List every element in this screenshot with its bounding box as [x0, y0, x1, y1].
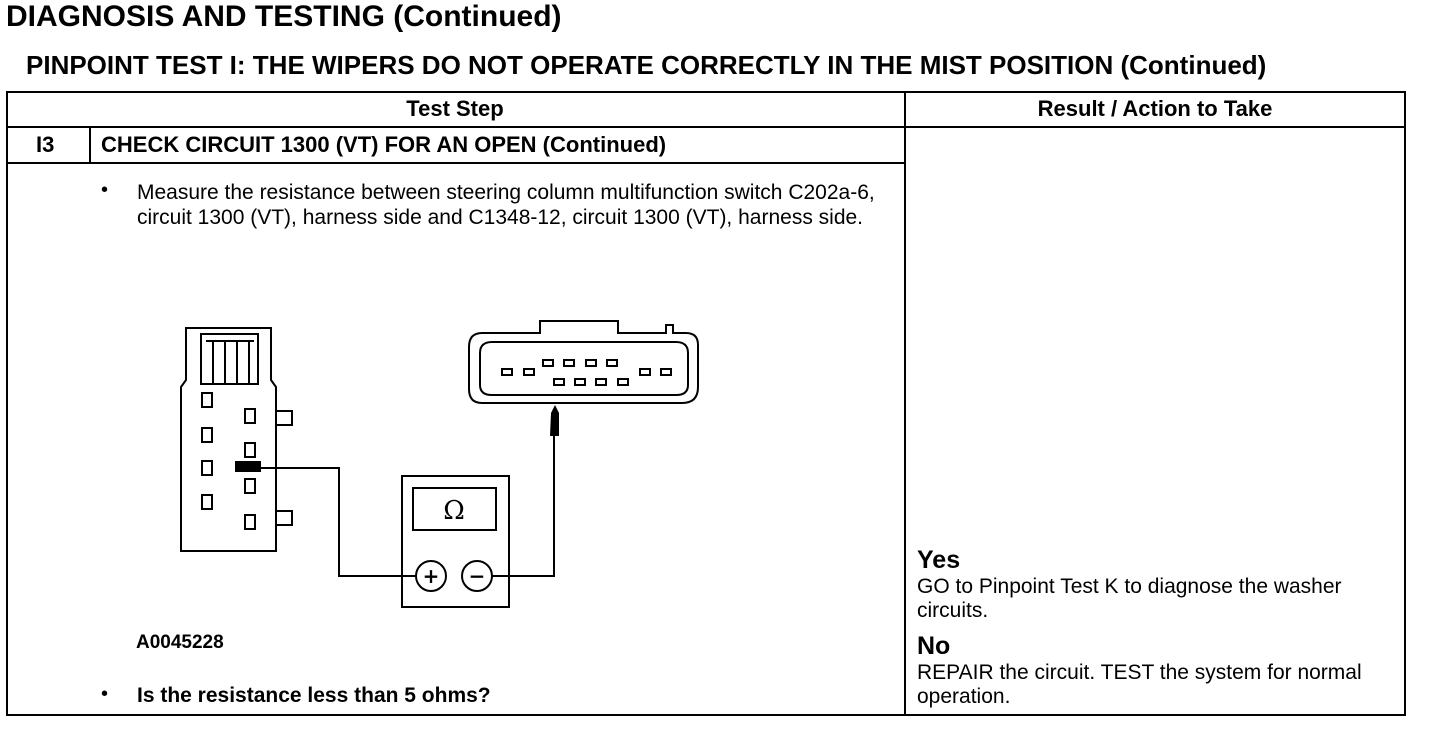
pin: [201, 494, 213, 510]
figure-id: A0045228: [136, 632, 224, 653]
left-connector-outline: [180, 327, 277, 552]
result-no-heading: No: [917, 632, 951, 660]
left-connector-latch: [200, 333, 259, 385]
probe-tip-left: [235, 461, 261, 472]
probe-tip-right: [550, 405, 559, 436]
step-title-divider: [6, 162, 906, 164]
test-lead-positive: [244, 467, 416, 577]
pin: [244, 408, 256, 424]
pin: [244, 514, 256, 530]
pin: [606, 359, 618, 367]
step-id: I3: [36, 132, 55, 157]
header-divider: [6, 126, 1406, 128]
right-connector-inner: [479, 341, 689, 396]
pin: [660, 368, 672, 376]
bullet-question: •: [101, 683, 109, 705]
ohmmeter-body: [401, 475, 510, 608]
pin: [244, 442, 256, 458]
left-connector-tab-bottom: [275, 510, 293, 526]
step-id-divider: [89, 127, 91, 163]
pin: [595, 378, 607, 386]
page-subtitle: PINPOINT TEST I: THE WIPERS DO NOT OPERA…: [26, 50, 1267, 80]
header-result-action: Result / Action to Take: [1037, 96, 1273, 121]
result-no-text: REPAIR the circuit. TEST the system for …: [917, 661, 1362, 708]
instruction-text: Measure the resistance between steering …: [137, 181, 875, 229]
pin: [639, 368, 651, 376]
table-border-right: [1404, 91, 1406, 716]
pin: [617, 378, 629, 386]
pin: [201, 427, 213, 443]
test-table: Test Step Result / Action to Take I3 CHE…: [6, 91, 1406, 716]
test-lead-negative: [492, 431, 555, 577]
pin: [244, 478, 256, 494]
pin: [542, 359, 554, 367]
result-yes-text: GO to Pinpoint Test K to diagnose the wa…: [917, 575, 1342, 622]
pin: [574, 378, 586, 386]
table-border-top: [6, 91, 1406, 93]
step-title: CHECK CIRCUIT 1300 (VT) FOR AN OPEN (Con…: [101, 132, 667, 157]
ohmmeter-display: [412, 487, 497, 531]
header-test-step: Test Step: [406, 96, 504, 121]
pin: [201, 460, 213, 476]
pin: [553, 378, 565, 386]
right-connector-outline: [468, 320, 699, 404]
table-border-left: [6, 91, 8, 716]
pin: [563, 359, 575, 367]
bullet-instruction: •: [101, 179, 109, 201]
left-connector-tab-top: [275, 410, 293, 426]
column-divider: [904, 91, 906, 716]
result-yes-heading: Yes: [917, 546, 961, 574]
pin: [523, 368, 535, 376]
page-title: DIAGNOSIS AND TESTING (Continued): [6, 0, 562, 33]
pin: [501, 368, 513, 376]
table-border-bottom: [6, 714, 1406, 716]
pin: [201, 392, 213, 408]
pin: [585, 359, 597, 367]
question-text: Is the resistance less than 5 ohms?: [137, 684, 491, 707]
connector-measurement-diagram: Ω + −: [180, 320, 699, 608]
ohm-symbol: Ω: [443, 496, 465, 526]
minus-symbol: −: [469, 564, 486, 588]
plus-symbol: +: [423, 564, 440, 588]
